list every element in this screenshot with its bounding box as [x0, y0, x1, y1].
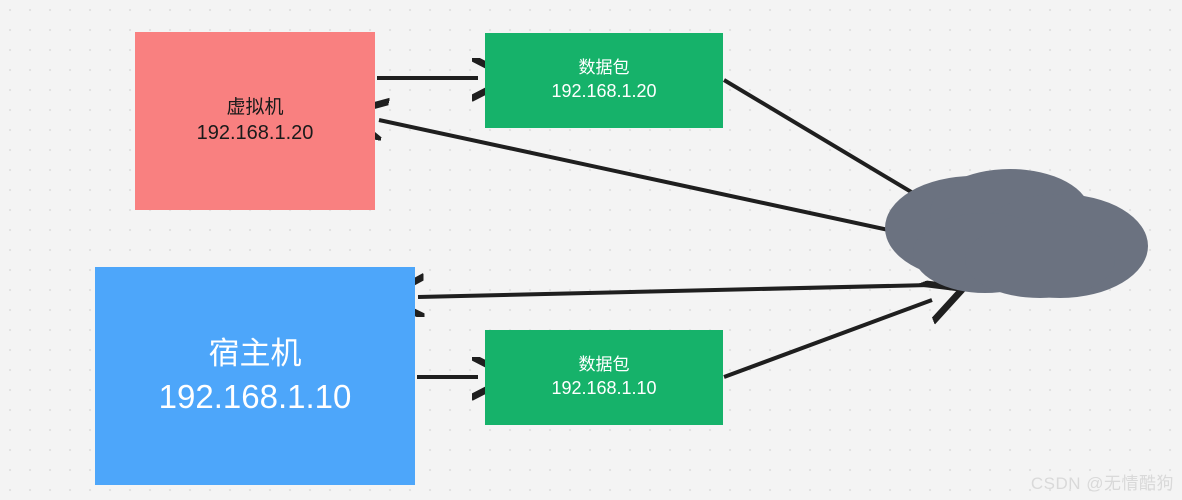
watermark: CSDN @无情酷狗: [1030, 474, 1174, 493]
node-virtual-machine-name: 虚拟机: [226, 97, 284, 119]
node-virtual-machine[interactable]: 虚拟机 192.168.1.20: [135, 32, 375, 210]
node-host-machine[interactable]: 宿主机 192.168.1.10: [95, 267, 415, 485]
node-packet-vm[interactable]: 数据包 192.168.1.20: [485, 33, 723, 128]
node-packet-vm-label: 数据包: [578, 58, 630, 78]
node-packet-host[interactable]: 数据包 192.168.1.10: [485, 330, 723, 425]
node-packet-host-label: 数据包: [578, 355, 630, 375]
node-packet-host-ip: 192.168.1.10: [551, 377, 657, 398]
node-virtual-machine-ip: 192.168.1.20: [196, 122, 314, 145]
edge-cloud-to-host: [418, 285, 931, 297]
node-host-machine-name: 宿主机: [208, 335, 302, 371]
edge-cloud-to-vm: [379, 120, 894, 233]
node-packet-vm-ip: 192.168.1.20: [551, 80, 657, 101]
node-host-machine-ip: 192.168.1.10: [158, 377, 352, 415]
cloud-node[interactable]: [855, 168, 1155, 308]
edge-packet-to-cloud-bottom: [723, 300, 932, 379]
cloud-icon: [885, 169, 1148, 298]
